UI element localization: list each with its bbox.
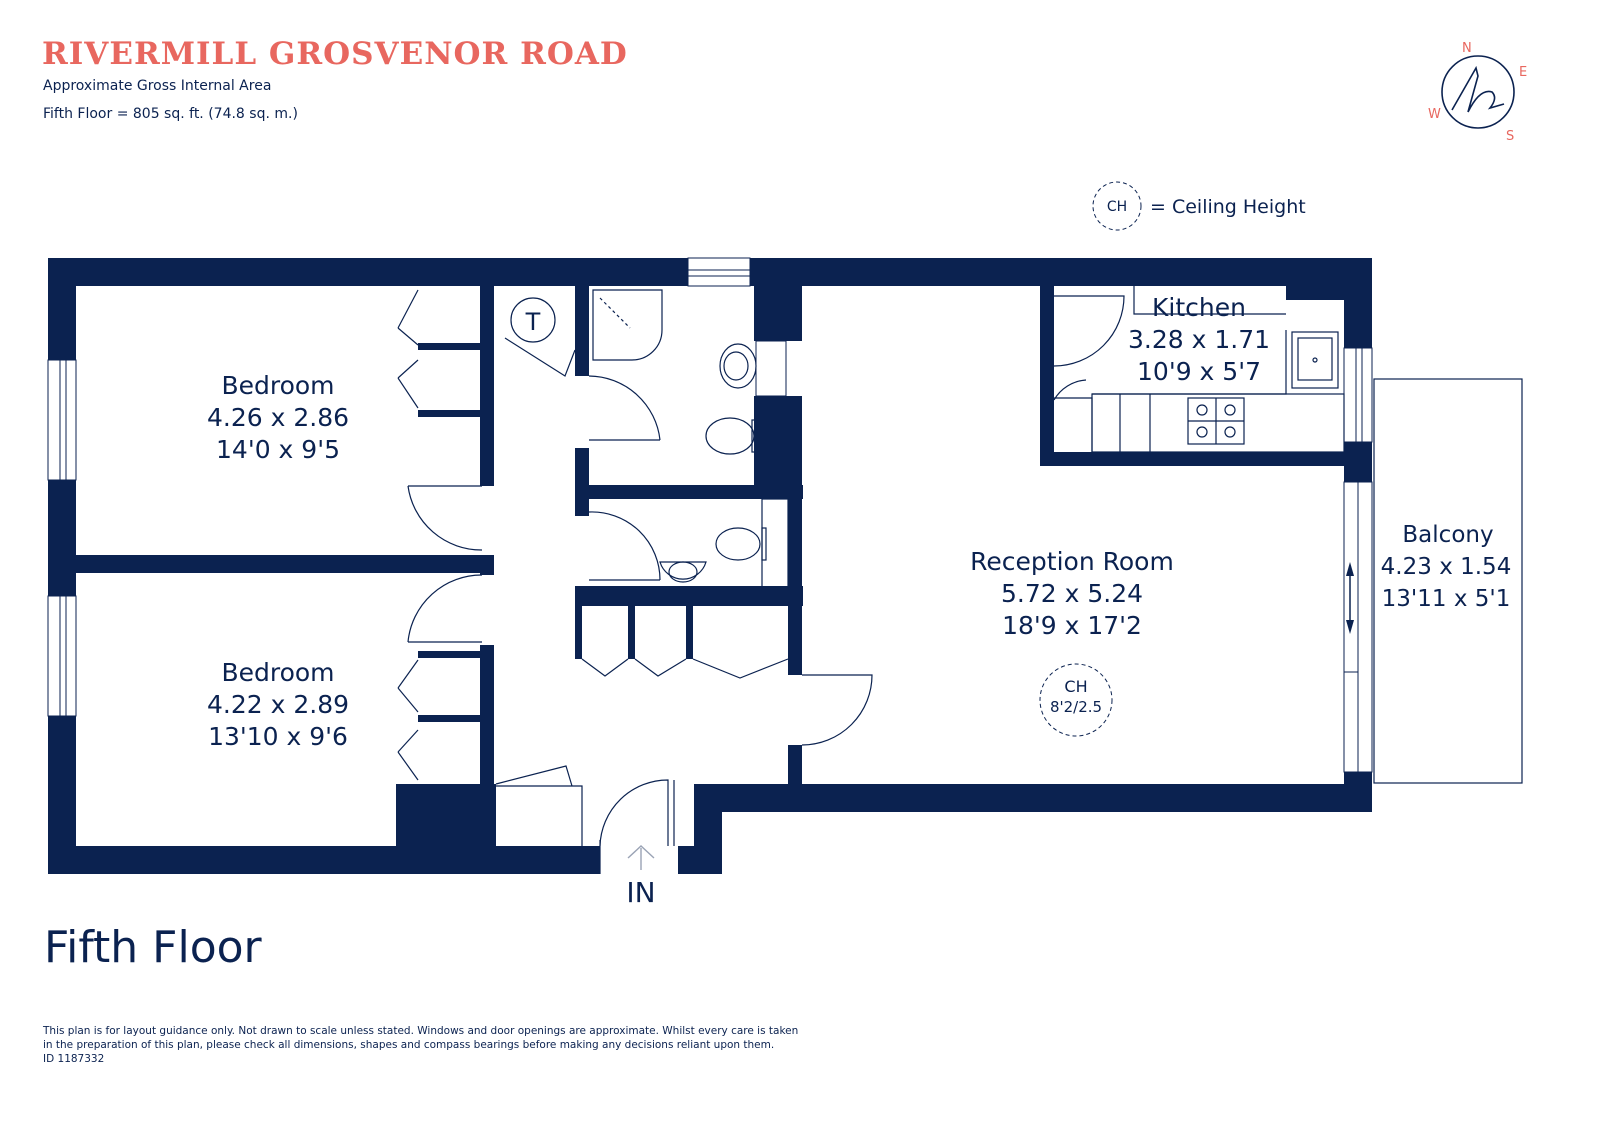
shower-tray-icon — [592, 289, 663, 361]
tank-circle — [510, 297, 556, 343]
basin-icon — [719, 343, 757, 389]
door-swings — [397, 289, 1125, 847]
compass-north: N — [1462, 41, 1472, 56]
entrance-label: IN — [626, 876, 655, 909]
room-name: Balcony — [1402, 522, 1493, 548]
compass-south: S — [1506, 129, 1514, 144]
toilet-icon-2 — [715, 527, 761, 561]
ceiling-symbol: CH — [1064, 677, 1087, 696]
room-metric: 4.23 x 1.54 — [1381, 554, 1512, 580]
area-value: Fifth Floor = 805 sq. ft. (74.8 sq. m.) — [43, 106, 298, 122]
room-imperial: 10'9 x 5'7 — [1137, 357, 1261, 386]
disclaimer-line-1: This plan is for layout guidance only. N… — [43, 1025, 799, 1037]
sink-icon — [1291, 331, 1339, 389]
room-metric: 4.22 x 2.89 — [207, 690, 349, 719]
plan-title: RIVERMILL GROSVENOR ROAD — [42, 36, 628, 72]
plan-id: ID 1187332 — [43, 1053, 105, 1065]
room-reception: Reception Room 5.72 x 5.24 18'9 x 17'2 — [970, 547, 1174, 640]
legend-text: = Ceiling Height — [1150, 196, 1306, 218]
floor-name: Fifth Floor — [44, 922, 262, 973]
room-name: Bedroom — [221, 371, 334, 400]
legend-ch-circle — [1092, 181, 1142, 231]
room-name: Reception Room — [970, 547, 1174, 576]
room-imperial: 13'11 x 5'1 — [1382, 586, 1511, 612]
compass-icon: N E S W — [1428, 41, 1527, 144]
disclaimer-line-2: in the preparation of this plan, please … — [43, 1039, 775, 1051]
ceiling-value: 8'2/2.5 — [1050, 698, 1102, 716]
area-label: Approximate Gross Internal Area — [43, 78, 272, 94]
entrance-arrow-icon — [627, 845, 655, 870]
room-metric: 5.72 x 5.24 — [1001, 579, 1143, 608]
compass-east: E — [1519, 65, 1527, 80]
room-bedroom-1: Bedroom 4.26 x 2.86 14'0 x 9'5 — [207, 371, 349, 464]
room-name: Kitchen — [1152, 293, 1246, 322]
disclaimer: This plan is for layout guidance only. N… — [43, 1024, 823, 1066]
balcony-outline — [1373, 378, 1523, 784]
compass-west: W — [1428, 107, 1441, 122]
basin-icon-2 — [659, 561, 707, 580]
room-imperial: 14'0 x 9'5 — [216, 435, 340, 464]
room-metric: 3.28 x 1.71 — [1128, 325, 1270, 354]
room-imperial: 18'9 x 17'2 — [1002, 611, 1142, 640]
room-balcony: Balcony 4.23 x 1.54 13'11 x 5'1 — [1381, 522, 1512, 612]
room-imperial: 13'10 x 9'6 — [208, 722, 348, 751]
ceiling-height-circle — [1039, 663, 1113, 737]
fixtures — [510, 286, 1345, 874]
room-kitchen: Kitchen 3.28 x 1.71 10'9 x 5'7 — [1128, 293, 1270, 386]
tank-label: T — [525, 308, 541, 336]
legend-symbol: CH — [1107, 199, 1127, 215]
room-metric: 4.26 x 2.86 — [207, 403, 349, 432]
room-bedroom-2: Bedroom 4.22 x 2.89 13'10 x 9'6 — [207, 658, 349, 751]
sliding-door-arrow-icon — [1346, 562, 1354, 634]
toilet-icon — [705, 417, 755, 455]
room-name: Bedroom — [221, 658, 334, 687]
